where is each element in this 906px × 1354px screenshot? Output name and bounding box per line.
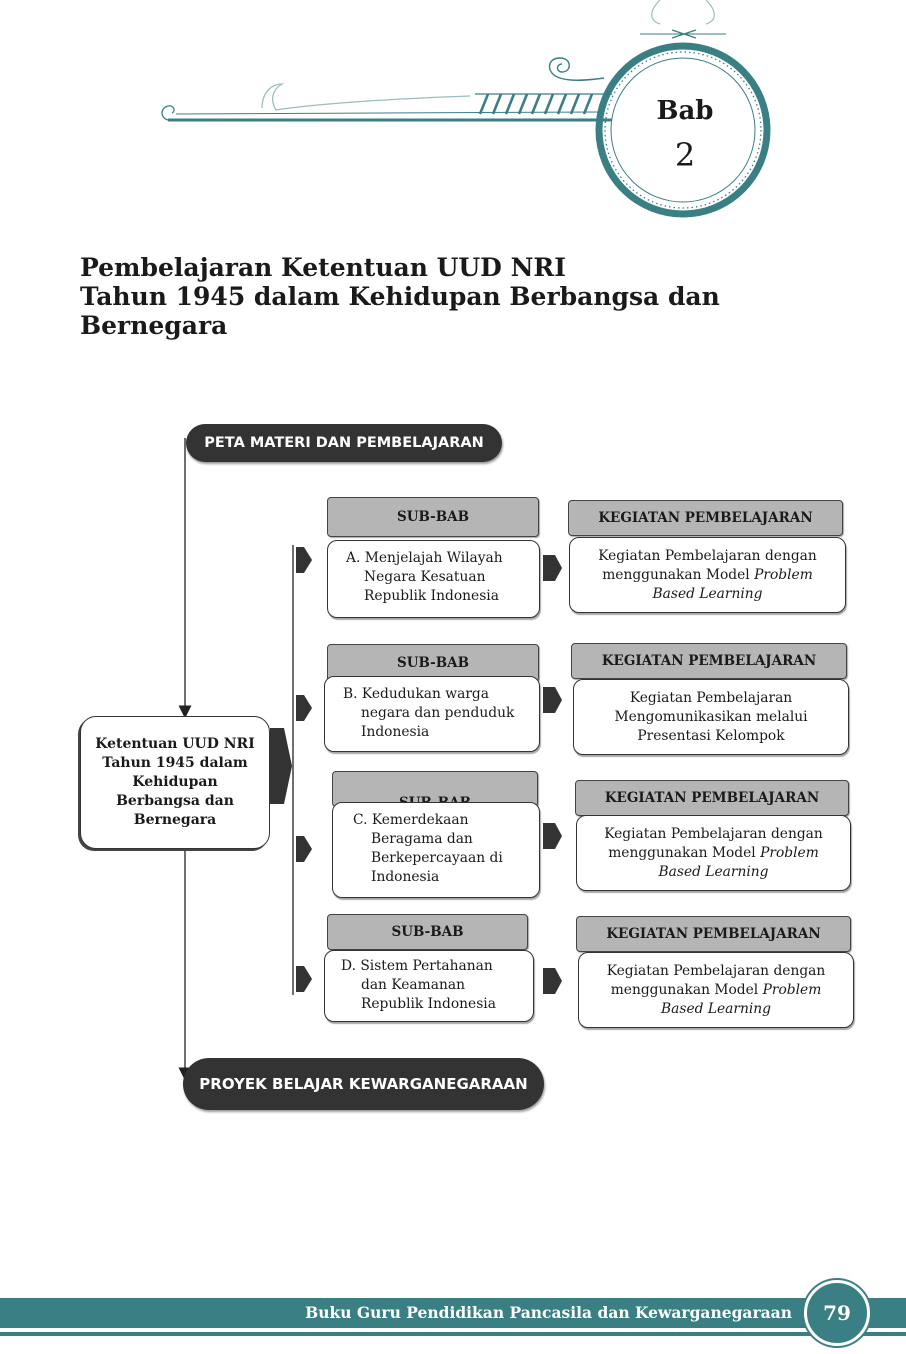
sub-bab-text: A. Menjelajah Wilayah	[346, 550, 503, 566]
kegiatan-text: menggunakan Model	[608, 844, 756, 861]
sub-bab-text: Indonesia	[371, 869, 440, 885]
sub-bab-text: negara dan penduduk	[361, 705, 515, 721]
kegiatan-box-c: Kegiatan Pembelajaran dengan menggunakan…	[576, 815, 851, 891]
sub-bab-header-text: SUB-BAB	[398, 795, 472, 807]
title-line: Bernegara	[80, 311, 228, 340]
sub-bab-box-d: D. Sistem Pertahanan dan Keamanan Republ…	[324, 950, 534, 1022]
sub-bab-text: B. Kedudukan warga	[343, 686, 489, 702]
sub-bab-header: SUB-BAB	[327, 497, 539, 537]
chapter-title: Pembelajaran Ketentuan UUD NRI Tahun 194…	[80, 253, 740, 340]
sub-bab-text: Negara Kesatuan	[364, 569, 486, 585]
kegiatan-box-b: Kegiatan Pembelajaran Mengomunikasikan m…	[573, 679, 849, 755]
kegiatan-text-italic: Problem	[762, 981, 822, 998]
kegiatan-text: Kegiatan Pembelajaran dengan	[604, 825, 823, 842]
page-number: 79	[823, 1301, 851, 1325]
kegiatan-text: menggunakan Model	[610, 981, 759, 998]
title-line: Pembelajaran Ketentuan UUD NRI	[80, 253, 566, 282]
sub-bab-text: Indonesia	[361, 724, 430, 740]
chapter-label: Bab	[656, 96, 714, 126]
sub-bab-box-b: B. Kedudukan warga negara dan penduduk I…	[324, 676, 540, 752]
kegiatan-text: Kegiatan Pembelajaran dengan	[606, 962, 826, 979]
kegiatan-box-d: Kegiatan Pembelajaran dengan menggunakan…	[578, 952, 854, 1028]
sub-bab-text: dan Keamanan	[361, 977, 465, 993]
kegiatan-header: KEGIATAN PEMBELAJARAN	[571, 643, 847, 679]
center-topic-line: Berbangsa dan	[116, 793, 234, 809]
center-topic-line: Ketentuan UUD NRI	[95, 736, 255, 752]
citizenship-project-pill: PROYEK BELAJAR KEWARGANEGARAAN	[183, 1058, 544, 1110]
kegiatan-text: Kegiatan Pembelajaran	[629, 689, 793, 706]
center-topic-line: Bernegara	[133, 812, 217, 828]
chapter-number: 2	[674, 136, 696, 174]
sub-bab-text: Berkepercayaan di	[371, 850, 503, 866]
sub-bab-header: SUB-BAB	[327, 914, 528, 950]
sub-bab-text: Republik Indonesia	[361, 996, 496, 1012]
footer-bar	[0, 1298, 906, 1328]
kegiatan-header: KEGIATAN PEMBELAJARAN	[575, 780, 849, 816]
kegiatan-header: KEGIATAN PEMBELAJARAN	[576, 916, 851, 952]
kegiatan-text: Kegiatan Pembelajaran dengan	[598, 547, 817, 564]
center-topic-box: Ketentuan UUD NRI Tahun 1945 dalam Kehid…	[80, 716, 270, 849]
kegiatan-text-italic: Problem	[760, 844, 819, 861]
kegiatan-box-a: Kegiatan Pembelajaran dengan menggunakan…	[569, 537, 846, 613]
title-line: Tahun 1945 dalam Kehidupan Berbangsa dan	[80, 282, 720, 311]
kegiatan-text-italic: Based Learning	[661, 1000, 771, 1017]
sub-bab-text: C. Kemerdekaan	[353, 812, 469, 828]
sub-bab-text: Republik Indonesia	[364, 588, 499, 604]
kegiatan-text-italic: Based Learning	[658, 863, 769, 880]
kegiatan-text: Mengomunikasikan melalui	[614, 708, 808, 725]
center-topic-line: Tahun 1945 dalam	[102, 755, 248, 771]
materials-map-pill: PETA MATERI DAN PEMBELAJARAN	[186, 424, 502, 462]
kegiatan-text: Presentasi Kelompok	[637, 727, 785, 744]
sub-bab-text: Beragama dan	[371, 831, 473, 847]
kegiatan-header: KEGIATAN PEMBELAJARAN	[568, 500, 843, 536]
sub-bab-text: D. Sistem Pertahanan	[341, 958, 493, 974]
kegiatan-text-italic: Based Learning	[652, 585, 763, 602]
chapter-ornament	[161, 0, 771, 218]
page-number-badge: 79	[804, 1280, 870, 1346]
kegiatan-text: menggunakan Model	[602, 566, 750, 583]
footer-rule	[0, 1332, 906, 1336]
sub-bab-box-a: A. Menjelajah Wilayah Negara Kesatuan Re…	[327, 540, 540, 618]
footer-book-title: Buku Guru Pendidikan Pancasila dan Kewar…	[305, 1303, 792, 1322]
kegiatan-text-italic: Problem	[754, 566, 813, 583]
sub-bab-box-c: C. Kemerdekaan Beragama dan Berkepercaya…	[332, 802, 540, 898]
center-topic-line: Kehidupan	[132, 774, 218, 790]
